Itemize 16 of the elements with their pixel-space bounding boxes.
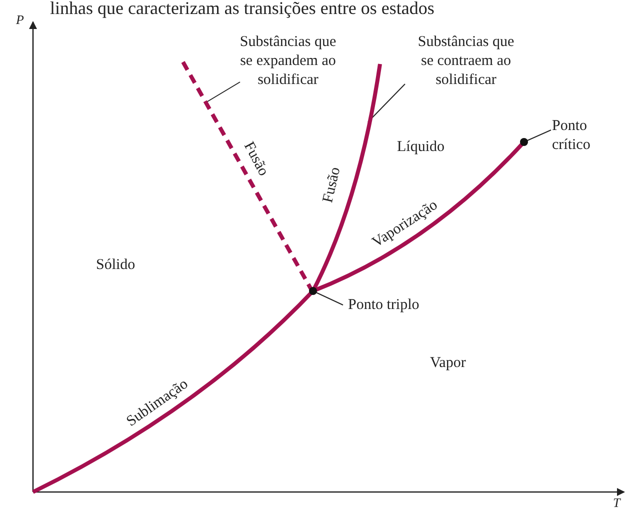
- leader-line: [368, 84, 406, 122]
- axis-label: P: [16, 12, 24, 28]
- point-dot: [309, 287, 317, 295]
- region-label: Sólido: [96, 256, 136, 274]
- curve-label: Fusão: [240, 138, 272, 180]
- callout-label: Substâncias que se contraem ao solidificar: [416, 33, 516, 90]
- leader-line: [204, 82, 240, 104]
- axis-label: T: [613, 495, 620, 511]
- region-label: Líquido: [397, 138, 444, 156]
- region-label: Vapor: [430, 354, 466, 372]
- callout-label: Ponto triplo: [348, 296, 420, 315]
- curve-label: Fusão: [319, 166, 345, 204]
- callout-label: Substâncias que se expandem ao solidificar: [238, 33, 338, 90]
- title: linhas que caracterizam as transições entre os estados: [50, 0, 434, 20]
- callout-label: Ponto crítico: [552, 117, 592, 154]
- point-dot: [520, 138, 528, 146]
